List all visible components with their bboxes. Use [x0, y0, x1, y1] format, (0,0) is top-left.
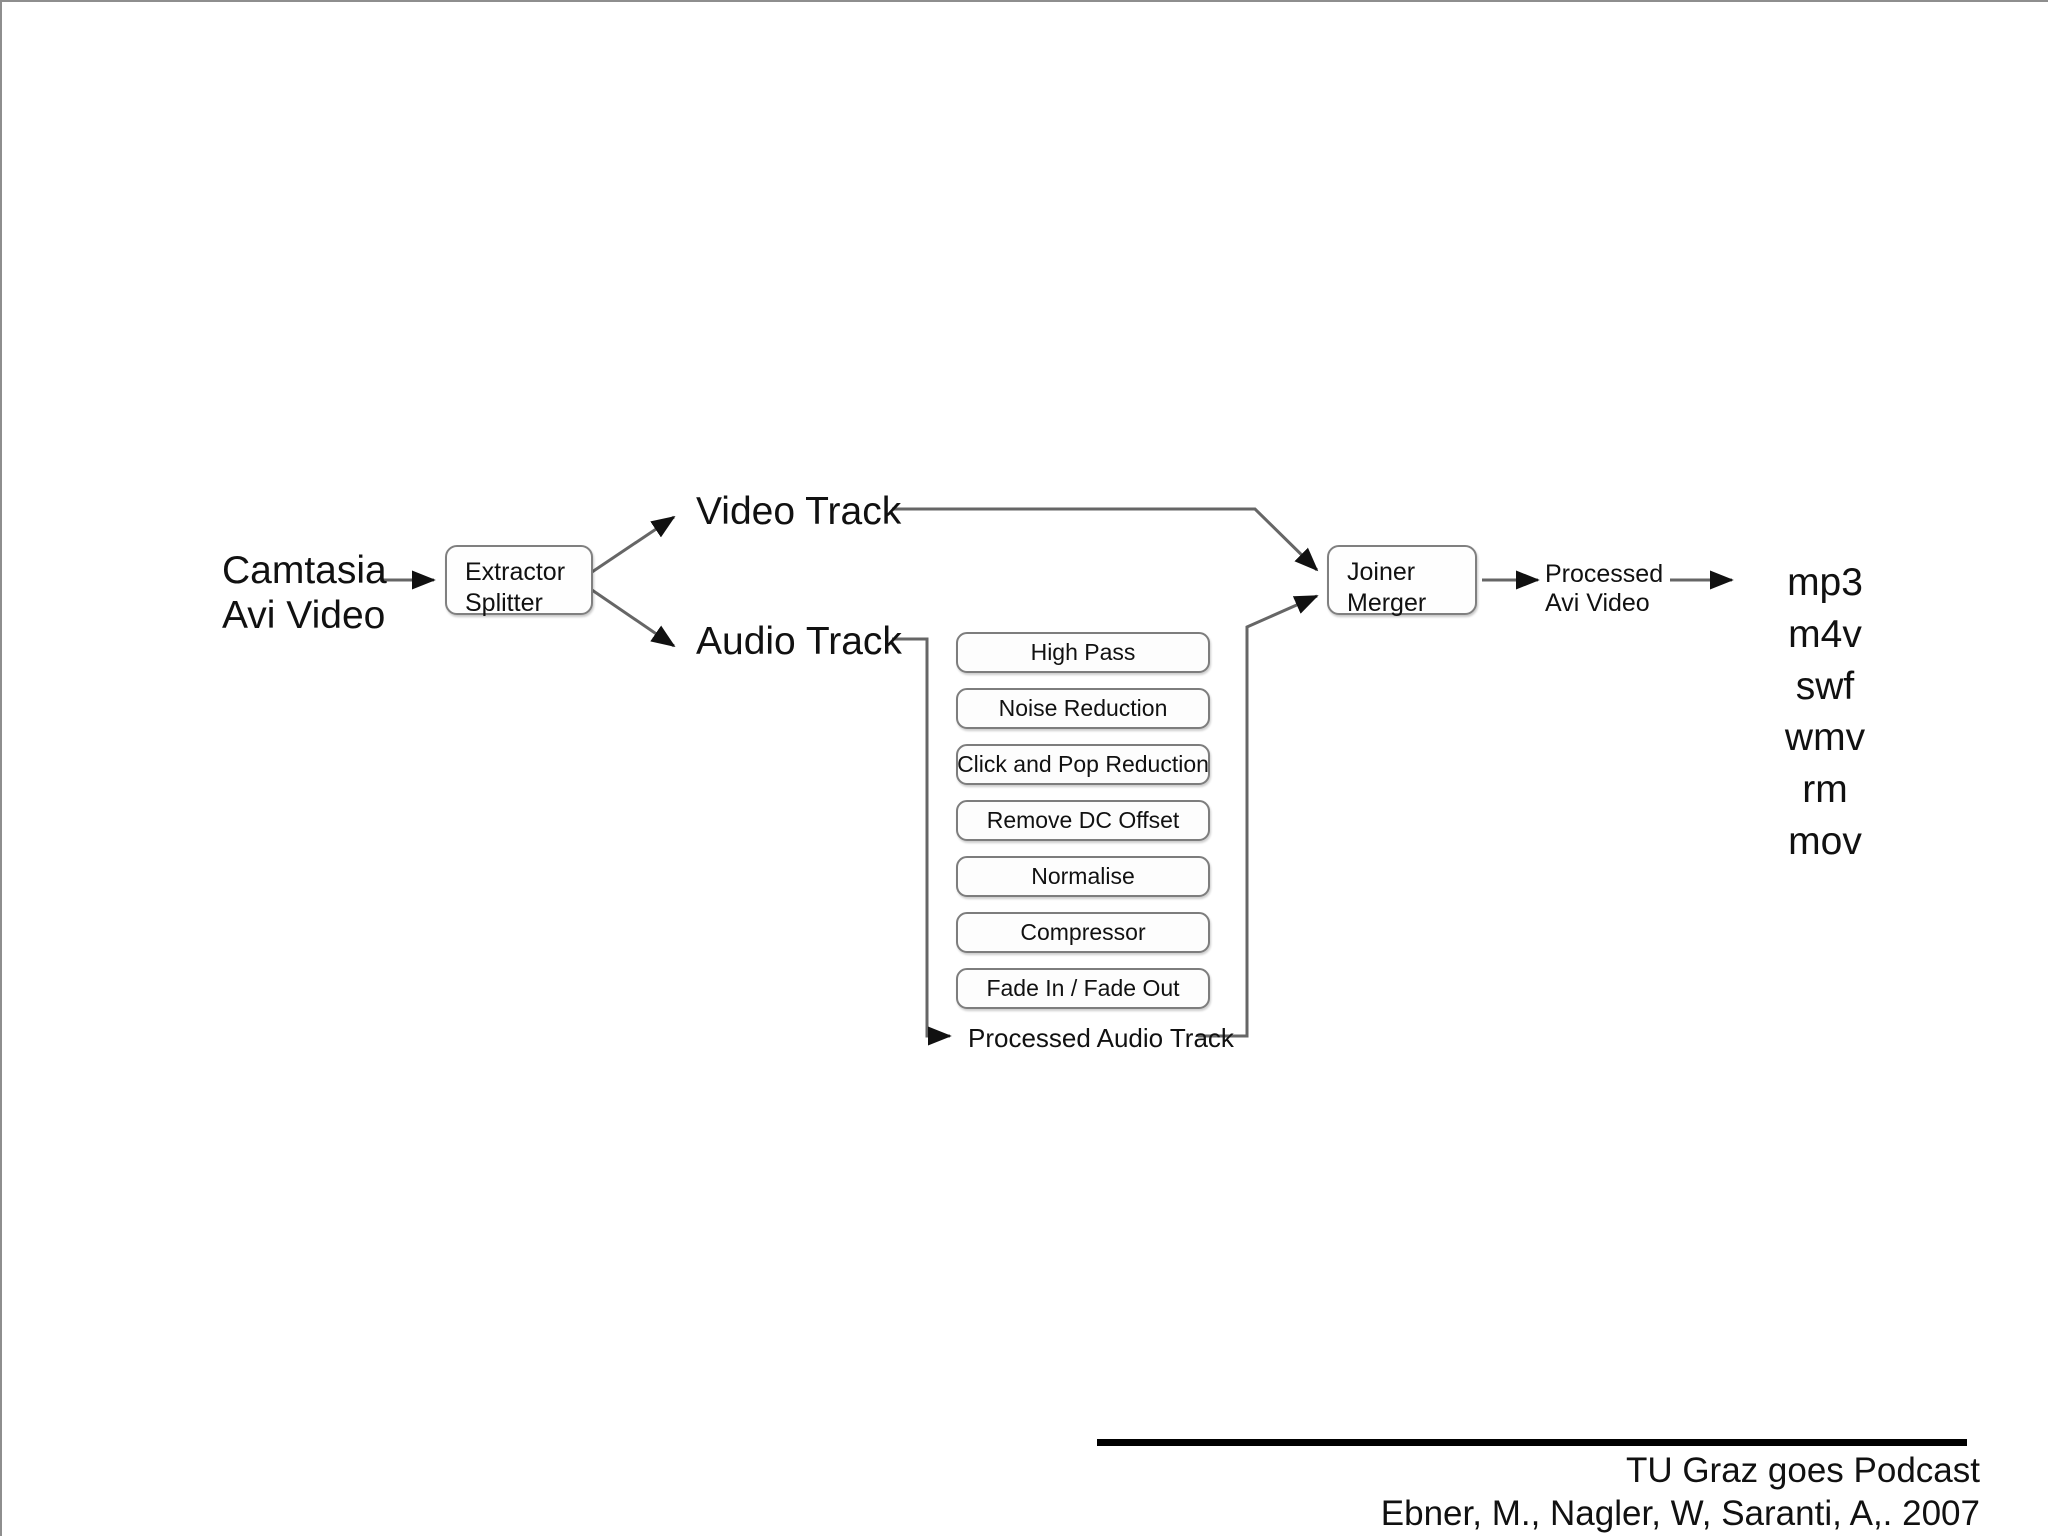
footer-title: TU Graz goes Podcast [1625, 1451, 1980, 1490]
filter-box-noise-reduction[interactable]: Noise Reduction [956, 688, 1210, 729]
footer-divider [1097, 1439, 1967, 1446]
wire-extractor-to-audio-track [591, 588, 676, 648]
footer-citation: Ebner, M., Nagler, W, Saranti, A,. 2007 [1380, 1493, 1980, 1533]
filter-box-remove-dc-offset[interactable]: Remove DC Offset [956, 800, 1210, 841]
wire-processed-audio-to-joiner [1198, 594, 1319, 1038]
video-track-label: Video Track [696, 490, 902, 533]
filter-box-fade-in-fade-out[interactable]: Fade In / Fade Out [956, 968, 1210, 1009]
joiner-merger-box[interactable]: Joiner Merger [1327, 545, 1477, 617]
audio-track-label: Audio Track [696, 620, 902, 663]
audio-filter-stack: High Pass Noise Reduction Click and Pop … [956, 632, 1210, 1024]
output-format-mov: mov [1788, 819, 1862, 863]
filter-box-normalise[interactable]: Normalise [956, 856, 1210, 897]
filter-box-click-and-pop-reduction[interactable]: Click and Pop Reduction [956, 744, 1210, 785]
wire-audio-track-to-filters [892, 637, 952, 1046]
processed-audio-track-label: Processed Audio Track [968, 1023, 1234, 1053]
output-format-m4v: m4v [1788, 612, 1862, 656]
footer: TU Graz goes Podcast Ebner, M., Nagler, … [902, 1450, 1980, 1535]
output-format-rm: rm [1802, 768, 1848, 812]
filter-box-compressor[interactable]: Compressor [956, 912, 1210, 953]
output-format-wmv: wmv [1784, 716, 1866, 760]
filter-box-high-pass[interactable]: High Pass [956, 632, 1210, 673]
processed-avi-video-label: Processed Avi Video [1545, 560, 1664, 617]
source-input-label: Camtasia Avi Video [222, 549, 387, 638]
wire-video-track-to-joiner [892, 507, 1319, 572]
wire-extractor-to-video-track [591, 515, 676, 574]
output-format-mp3: mp3 [1787, 561, 1863, 604]
extractor-splitter-box[interactable]: Extractor Splitter [445, 545, 593, 617]
output-format-swf: swf [1795, 664, 1855, 708]
output-format-list: mp3 m4v swf wmv rm mov [1760, 560, 1890, 871]
